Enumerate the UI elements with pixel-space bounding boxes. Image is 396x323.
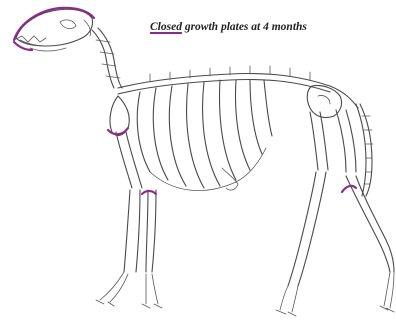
skull bbox=[14, 9, 93, 51]
growth-plate-hock bbox=[342, 186, 356, 192]
growth-plate-markers bbox=[14, 8, 356, 194]
growth-plate-elbow bbox=[142, 191, 156, 194]
growth-plate-jaw bbox=[14, 42, 32, 50]
ribcage bbox=[137, 80, 272, 191]
hind-leg bbox=[276, 110, 394, 316]
cervical-vertebrae bbox=[92, 28, 122, 88]
